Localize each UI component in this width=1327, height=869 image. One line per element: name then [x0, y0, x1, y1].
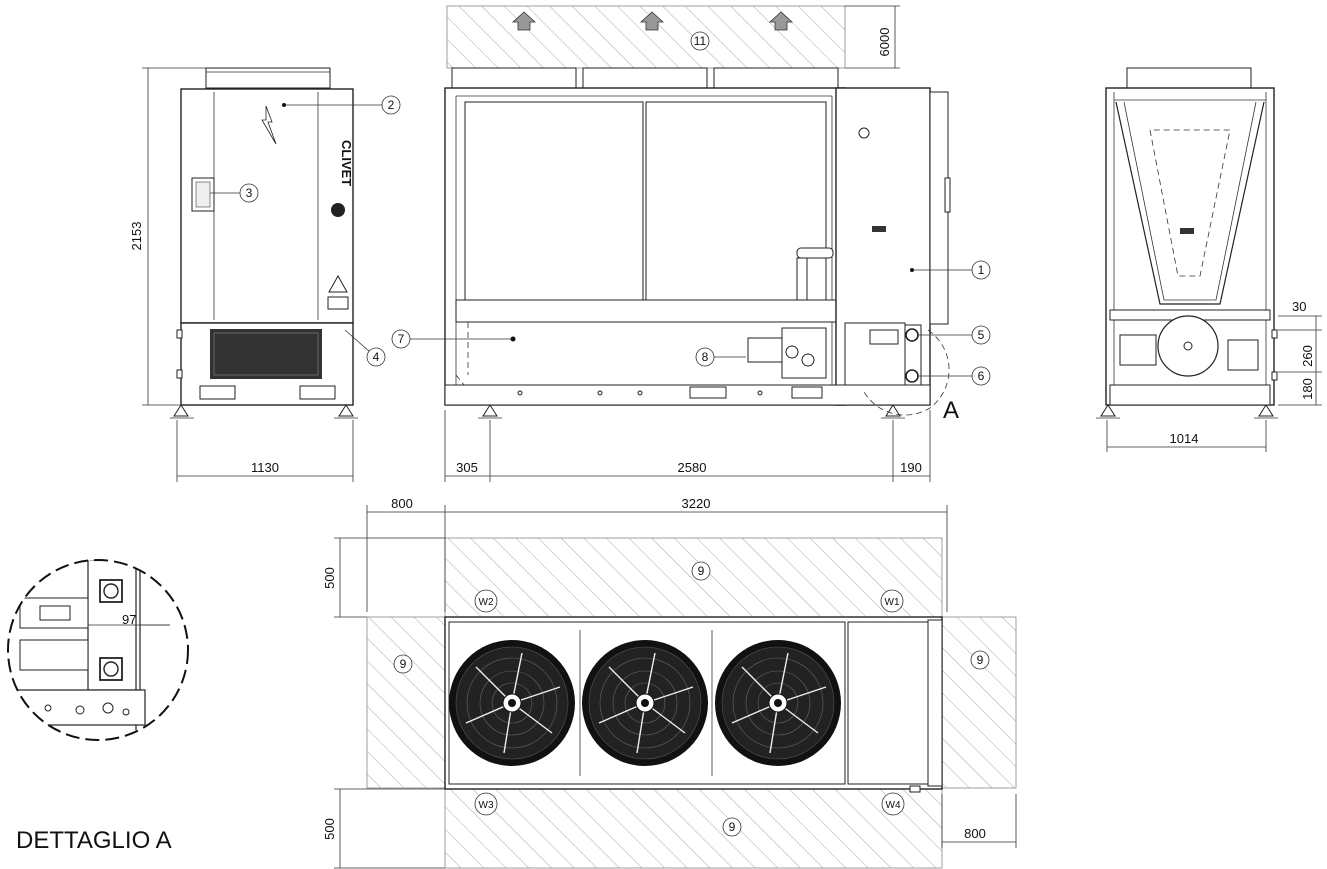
airflow-arrow-icon — [639, 11, 665, 31]
weight-w4: W4 — [886, 800, 901, 811]
plan-view — [366, 537, 1017, 869]
dim-top-clearance: 6000 — [877, 28, 892, 57]
detail-marker: A — [943, 397, 959, 424]
weight-w3: W3 — [479, 800, 494, 811]
balloon-7: 7 — [398, 332, 405, 346]
weight-w1: W1 — [885, 597, 900, 608]
balloon-3: 3 — [246, 186, 253, 200]
balloon-9-bottom: 9 — [729, 820, 736, 834]
balloon-2: 2 — [388, 98, 395, 112]
balloon-1: 1 — [978, 263, 985, 277]
dim-span: 2580 — [678, 460, 707, 475]
detail-title: DETTAGLIO A — [16, 827, 172, 854]
dim-clear-right: 800 — [964, 826, 986, 841]
lightning-icon — [261, 105, 277, 145]
detail-a: 97 — [7, 559, 189, 741]
warning-icon — [328, 274, 348, 293]
balloon-9-right: 9 — [977, 653, 984, 667]
weight-w2: W2 — [479, 597, 494, 608]
dim-side-width: 1130 — [251, 460, 279, 475]
airflow-arrow-icon — [511, 11, 537, 31]
balloon-6: 6 — [978, 369, 985, 383]
dim-left-offset: 305 — [456, 460, 478, 475]
side-view-right — [1096, 67, 1278, 419]
brand-logo: CLIVET — [339, 140, 354, 186]
balloon-9-left: 9 — [400, 657, 407, 671]
dim-clear-bottom: 500 — [322, 818, 337, 840]
dim-total-length: 3220 — [682, 496, 711, 511]
top-clearance-zone: 11 6000 — [446, 5, 900, 69]
dim-height: 2153 — [129, 222, 144, 251]
balloon-8: 8 — [702, 350, 709, 364]
balloon-9-top: 9 — [698, 564, 705, 578]
dim-right-mid: 260 — [1300, 345, 1315, 367]
dim-right-offset: 190 — [900, 460, 922, 475]
dim-clear-top: 500 — [322, 567, 337, 589]
airflow-arrow-icon — [768, 11, 794, 31]
dim-right-top: 30 — [1292, 299, 1306, 314]
front-view — [444, 67, 951, 419]
side-view-left: CLIVET — [170, 67, 358, 419]
balloon-5: 5 — [978, 328, 985, 342]
dim-detail: 97 — [122, 612, 136, 627]
brand-logo-icon — [331, 203, 345, 217]
dim-depth: 1014 — [1170, 431, 1199, 446]
balloon-11: 11 — [694, 34, 707, 48]
dim-clear-left: 800 — [391, 496, 413, 511]
balloon-4: 4 — [373, 350, 380, 364]
dim-right-bottom: 180 — [1300, 378, 1315, 400]
